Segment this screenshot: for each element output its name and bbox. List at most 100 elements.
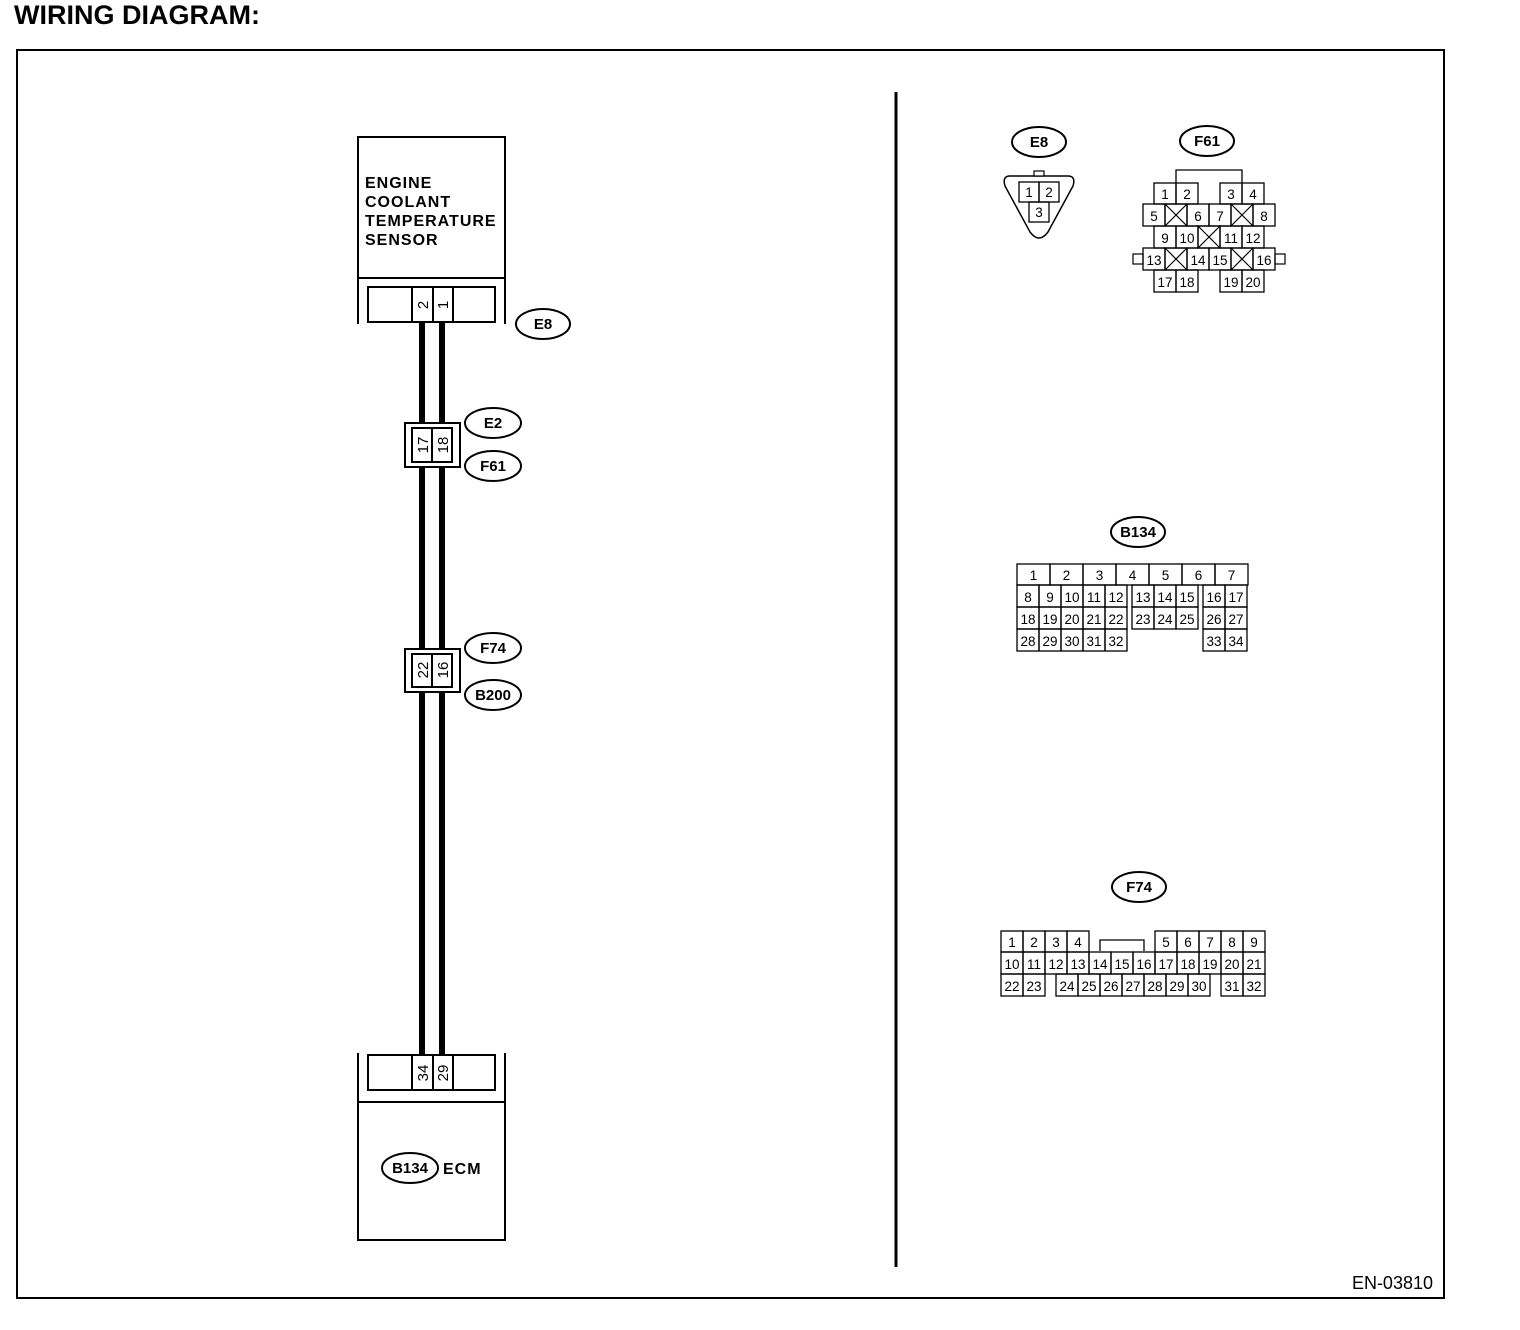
svg-text:B134: B134 [392,1160,429,1177]
b134-pin-label: 23 [1135,612,1150,627]
f61-pin-label: 12 [1245,231,1260,246]
f74-pin-label: 19 [1202,957,1217,972]
f61-pin-label: 7 [1216,209,1224,224]
f74-pin-label: 25 [1081,979,1096,994]
ecm-unit: 34 29 B134 ECM [357,1053,506,1241]
f74-pin-label: 31 [1224,979,1239,994]
page-title: WIRING DIAGRAM: [14,0,260,30]
b134-pin-label: 34 [1228,634,1244,649]
f61-pin-label: 17 [1157,275,1172,290]
f74-pin-label: 10 [1004,957,1019,972]
sensor-label-line-3: TEMPERATURE [365,213,497,230]
f61-blank-cell-cross [1230,203,1254,227]
f74-pin-label: 17 [1158,957,1173,972]
b134-pin-label: 5 [1162,568,1170,583]
b134-pin-label: 30 [1064,634,1079,649]
f74-pin-label: 28 [1147,979,1162,994]
junction-1-pin-17: 17 [415,437,432,454]
b134-cell [1224,628,1248,652]
b134-pin-label: 26 [1206,612,1221,627]
f61-blank-cell-cross [1197,225,1221,249]
f74-pin-label: 7 [1206,935,1214,950]
f74-pin-label: 16 [1136,957,1151,972]
f74-pin-label: 20 [1224,957,1239,972]
connector-tag-b134-ecm [381,1152,439,1184]
f74-pin-label: 6 [1184,935,1192,950]
f74-pin-label: 5 [1162,935,1170,950]
f61-pin-label: 14 [1190,253,1206,268]
b134-pin-label: 10 [1064,590,1079,605]
f74-pin-label: 18 [1180,957,1195,972]
f61-cell [1241,269,1265,293]
svg-text:F61: F61 [480,458,506,475]
svg-text:E2: E2 [484,415,502,432]
svg-text:F61: F61 [1194,133,1220,150]
f74-pin-label: 13 [1070,957,1085,972]
sensor-label-line-1: ENGINE [365,175,432,192]
connector-tag-b200: B200 [464,679,522,711]
connector-view-e8: E8 1 2 3 [1003,126,1075,239]
b134-cell [1104,628,1128,652]
svg-text:3: 3 [1035,205,1043,220]
b134-pin-label: 18 [1020,612,1035,627]
svg-text:B134: B134 [1120,524,1157,541]
b134-pin-label: 13 [1135,590,1150,605]
junction-1-pin-18: 18 [435,437,452,454]
f74-pin-label: 24 [1059,979,1075,994]
b134-pin-label: 33 [1206,634,1221,649]
sensor-connector [367,286,496,323]
f61-pin-label: 3 [1227,187,1235,202]
f74-pin-label: 14 [1092,957,1108,972]
f74-pin-label: 9 [1250,935,1258,950]
svg-text:F74: F74 [1126,879,1153,896]
b134-pin-label: 9 [1046,590,1054,605]
f61-pin-label: 19 [1223,275,1238,290]
f74-pin-label: 8 [1228,935,1236,950]
b134-pin-label: 19 [1042,612,1057,627]
f74-cell [1242,973,1266,997]
connector-tag-f61: F61 [464,450,522,482]
b134-pin-label: 20 [1064,612,1079,627]
svg-text:2: 2 [1045,185,1053,200]
b134-pin-label: 17 [1228,590,1243,605]
f74-pin-label: 15 [1114,957,1129,972]
junction-2-pin-16: 16 [435,662,452,679]
b134-cell [1175,606,1199,630]
b134-pin-label: 3 [1096,568,1104,583]
f74-pin-label: 29 [1169,979,1184,994]
ecm-pin-34: 34 [415,1065,432,1082]
svg-text:1: 1 [1025,185,1033,200]
f74-pin-label: 32 [1246,979,1261,994]
f61-pin-label: 16 [1256,253,1271,268]
f61-pin-label: 20 [1245,275,1260,290]
f74-pin-label: 2 [1030,935,1038,950]
f61-blank-cell-cross [1164,203,1188,227]
junction-f74-b200: 22 16 [404,648,461,693]
f74-pin-label: 30 [1191,979,1206,994]
b134-pin-label: 4 [1129,568,1137,583]
b134-pin-label: 1 [1030,568,1038,583]
b134-pin-label: 6 [1195,568,1203,583]
b134-pin-label: 12 [1108,590,1123,605]
f61-cell [1175,269,1199,293]
f74-pin-label: 22 [1004,979,1019,994]
f61-pin-label: 9 [1161,231,1169,246]
b134-pin-label: 28 [1020,634,1035,649]
f74-pin-label: 4 [1074,935,1082,950]
f74-pin-label: 21 [1246,957,1261,972]
f74-cell [1022,973,1046,997]
f74-cell [1187,973,1211,997]
connector-tag-f74: F74 [464,632,522,664]
f61-pin-label: 8 [1260,209,1268,224]
ecm-pin-29: 29 [435,1065,452,1082]
b134-pin-label: 31 [1086,634,1101,649]
svg-text:B200: B200 [475,687,511,704]
f61-pin-label: 10 [1179,231,1194,246]
f61-pin-label: 13 [1146,253,1161,268]
f61-pin-label: 15 [1212,253,1227,268]
f74-pin-label: 27 [1125,979,1140,994]
connector-tag-e2: E2 [464,407,522,439]
b134-pin-label: 32 [1108,634,1123,649]
figure-id: EN-03810 [1352,1273,1433,1293]
